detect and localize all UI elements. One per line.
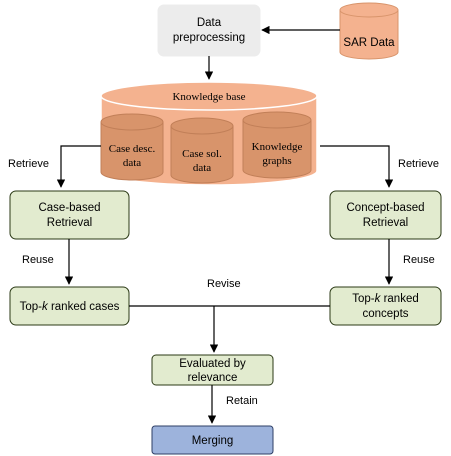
data-preprocessing-line1: Data <box>197 17 222 29</box>
topk-ranked-cases-node: Top-k ranked cases <box>9 286 130 326</box>
evaluated-line1: Evaluated by <box>179 358 246 370</box>
topk-cases-k: k <box>42 301 49 313</box>
case-desc-line1: Case desc. <box>109 143 156 155</box>
knowledge-graphs-line2: graphs <box>262 155 291 167</box>
topk-cases-suffix: ranked cases <box>48 301 120 313</box>
label-reuse-left: Reuse <box>22 254 54 266</box>
label-retrieve-left: Retrieve <box>8 158 49 170</box>
topk-concepts-prefix: Top- <box>352 293 375 305</box>
topk-cases-label: Top-k ranked cases <box>20 301 120 313</box>
edge-kb-to-concept-retrieval <box>320 145 394 188</box>
case-retrieval-line2: Retrieval <box>47 217 92 229</box>
case-sol-data-store: Case sol. data <box>170 117 234 184</box>
concept-retrieval-line1: Concept-based <box>347 202 425 214</box>
knowledge-graphs-line1: Knowledge <box>252 141 303 153</box>
case-desc-line2: data <box>123 157 141 169</box>
case-based-retrieval-node: Case-based Retrieval <box>9 190 130 240</box>
topk-concepts-line1: Top-k ranked <box>352 293 418 305</box>
knowledge-graphs-store: Knowledge graphs <box>242 111 312 179</box>
evaluated-line2: relevance <box>188 372 238 384</box>
label-revise: Revise <box>207 278 241 290</box>
case-sol-line1: Case sol. <box>182 148 222 160</box>
sar-data-node: SAR Data <box>339 2 399 60</box>
knowledge-base-title: Knowledge base <box>172 91 245 103</box>
case-desc-data-store: Case desc. data <box>100 113 164 181</box>
topk-concepts-k: k <box>375 293 382 305</box>
case-sol-line2: data <box>193 162 211 174</box>
label-reuse-right: Reuse <box>403 254 435 266</box>
topk-cases-prefix: Top- <box>20 301 43 313</box>
knowledge-base-node: Knowledge base Case desc. data Case sol.… <box>100 81 318 186</box>
merging-node: Merging <box>151 425 274 455</box>
topk-concepts-suffix: ranked <box>380 293 418 305</box>
topk-ranked-concepts-node: Top-k ranked concepts <box>329 286 442 326</box>
merging-label: Merging <box>192 435 234 447</box>
evaluated-by-relevance-node: Evaluated by relevance <box>151 354 274 386</box>
label-retain: Retain <box>226 395 258 407</box>
sar-data-label: SAR Data <box>343 37 395 49</box>
concept-based-retrieval-node: Concept-based Retrieval <box>329 190 442 240</box>
data-preprocessing-line2: preprocessing <box>173 32 245 44</box>
topk-concepts-line2: concepts <box>362 308 408 320</box>
label-retrieve-right: Retrieve <box>398 158 439 170</box>
case-retrieval-line1: Case-based <box>38 202 100 214</box>
edge-kb-to-case-retrieval <box>56 145 101 188</box>
data-preprocessing-node: Data preprocessing <box>157 4 261 57</box>
concept-retrieval-line2: Retrieval <box>363 217 408 229</box>
